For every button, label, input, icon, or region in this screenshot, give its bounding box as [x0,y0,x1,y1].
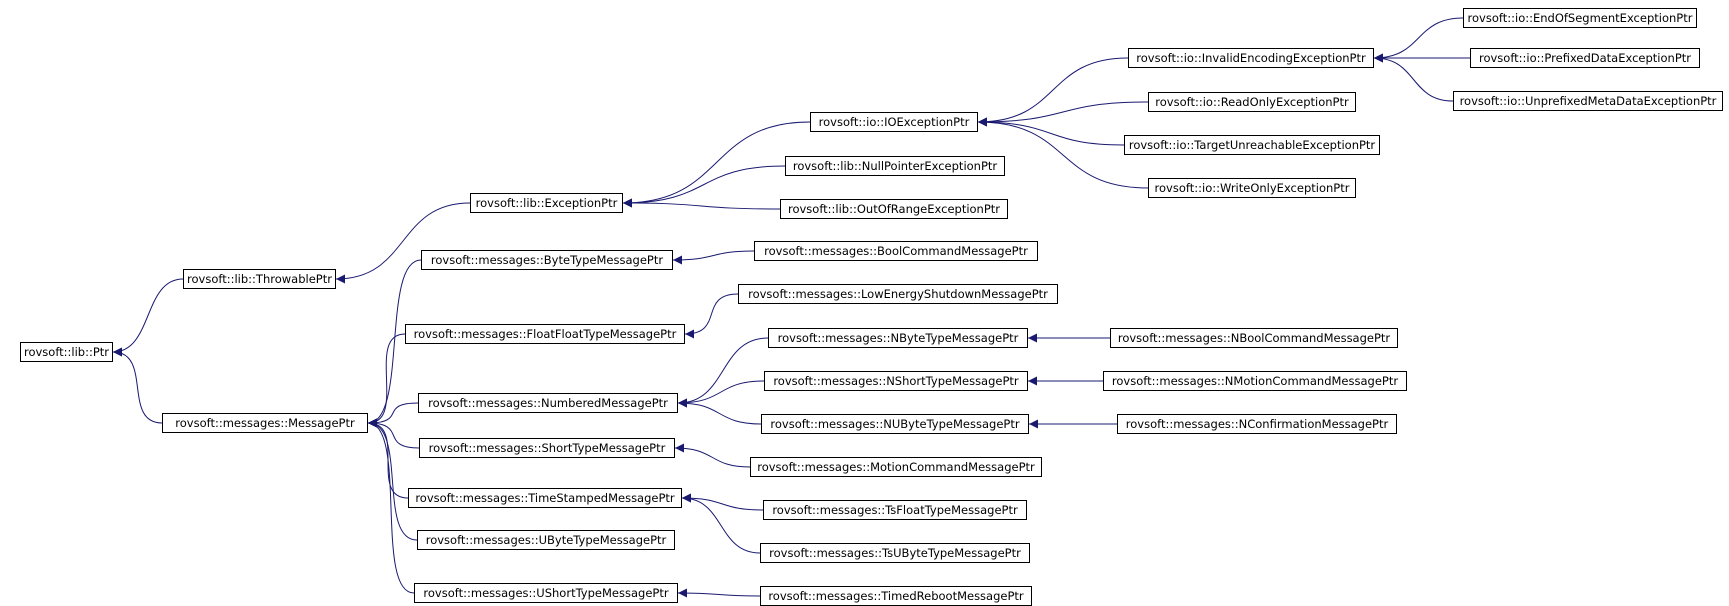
node-nubyte-type-message-ptr[interactable]: rovsoft::messages::NUByteTypeMessagePtr [761,414,1029,434]
node-bool-command-message-ptr[interactable]: rovsoft::messages::BoolCommandMessagePtr [754,241,1038,261]
edge-write-only-exception-ptr-to-ioexception-ptr [977,117,1149,189]
node-nconfirmation-message-ptr[interactable]: rovsoft::messages::NConfirmationMessageP… [1117,414,1397,434]
node-nbyte-type-message-ptr[interactable]: rovsoft::messages::NByteTypeMessagePtr [768,328,1028,348]
node-timed-reboot-message-ptr[interactable]: rovsoft::messages::TimedRebootMessagePtr [760,586,1032,606]
edge-read-only-exception-ptr-to-ioexception-ptr [977,101,1149,127]
edge-nbyte-type-message-ptr-to-numbered-message-ptr [677,337,769,408]
edge-ts-float-type-message-ptr-to-time-stamped-message-ptr [681,493,764,511]
node-end-of-segment-exception-ptr[interactable]: rovsoft::io::EndOfSegmentExceptionPtr [1463,8,1697,28]
edge-message-ptr-to-ptr [112,347,163,424]
node-message-ptr[interactable]: rovsoft::messages::MessagePtr [162,413,368,433]
edge-nshort-type-message-ptr-to-numbered-message-ptr [677,380,765,408]
edge-numbered-message-ptr-to-message-ptr [367,402,419,428]
node-throwable-ptr[interactable]: rovsoft::lib::ThrowablePtr [183,269,336,289]
node-write-only-exception-ptr[interactable]: rovsoft::io::WriteOnlyExceptionPtr [1148,178,1356,198]
node-time-stamped-message-ptr[interactable]: rovsoft::messages::TimeStampedMessagePtr [408,488,682,508]
node-float-float-type-message-ptr[interactable]: rovsoft::messages::FloatFloatTypeMessage… [405,324,685,344]
edge-short-type-message-ptr-to-message-ptr [367,418,420,449]
edge-nubyte-type-message-ptr-to-numbered-message-ptr [677,398,762,425]
edge-null-pointer-exception-ptr-to-exception-ptr [622,165,786,208]
edge-unprefixed-meta-data-exception-ptr-to-invalid-encoding-exception-ptr [1373,53,1454,102]
node-numbered-message-ptr[interactable]: rovsoft::messages::NumberedMessagePtr [418,393,678,413]
node-ptr[interactable]: rovsoft::lib::Ptr [20,342,113,362]
node-nmotion-command-message-ptr[interactable]: rovsoft::messages::NMotionCommandMessage… [1103,371,1407,391]
node-ts-float-type-message-ptr[interactable]: rovsoft::messages::TsFloatTypeMessagePtr [763,500,1027,520]
edge-ushort-type-message-ptr-to-message-ptr [367,418,415,594]
node-prefixed-data-exception-ptr[interactable]: rovsoft::io::PrefixedDataExceptionPtr [1470,48,1700,68]
edge-timed-reboot-message-ptr-to-ushort-type-message-ptr [677,588,761,598]
edge-float-float-type-message-ptr-to-message-ptr [367,333,406,428]
node-target-unreachable-exception-ptr[interactable]: rovsoft::io::TargetUnreachableExceptionP… [1124,135,1380,155]
node-motion-command-message-ptr[interactable]: rovsoft::messages::MotionCommandMessageP… [750,457,1042,477]
node-byte-type-message-ptr[interactable]: rovsoft::messages::ByteTypeMessagePtr [421,250,673,270]
edge-ubyte-type-message-ptr-to-message-ptr [367,418,418,541]
node-ts-ubyte-type-message-ptr[interactable]: rovsoft::messages::TsUByteTypeMessagePtr [760,543,1030,563]
node-unprefixed-meta-data-exception-ptr[interactable]: rovsoft::io::UnprefixedMetaDataException… [1453,91,1723,111]
node-exception-ptr[interactable]: rovsoft::lib::ExceptionPtr [470,193,623,213]
edge-exception-ptr-to-throwable-ptr [335,202,471,284]
edge-target-unreachable-exception-ptr-to-ioexception-ptr [977,117,1125,146]
edge-low-energy-shutdown-message-ptr-to-float-float-type-message-ptr [684,293,739,339]
node-short-type-message-ptr[interactable]: rovsoft::messages::ShortTypeMessagePtr [419,438,675,458]
edge-ts-ubyte-type-message-ptr-to-time-stamped-message-ptr [681,493,761,554]
edge-throwable-ptr-to-ptr [112,278,184,357]
node-nshort-type-message-ptr[interactable]: rovsoft::messages::NShortTypeMessagePtr [764,371,1028,391]
node-out-of-range-exception-ptr[interactable]: rovsoft::lib::OutOfRangeExceptionPtr [780,199,1008,219]
node-low-energy-shutdown-message-ptr[interactable]: rovsoft::messages::LowEnergyShutdownMess… [738,284,1058,304]
node-nbool-command-message-ptr[interactable]: rovsoft::messages::NBoolCommandMessagePt… [1110,328,1398,348]
edge-byte-type-message-ptr-to-message-ptr [367,259,422,428]
edge-motion-command-message-ptr-to-short-type-message-ptr [674,443,751,468]
node-ushort-type-message-ptr[interactable]: rovsoft::messages::UShortTypeMessagePtr [414,583,678,603]
node-read-only-exception-ptr[interactable]: rovsoft::io::ReadOnlyExceptionPtr [1148,92,1356,112]
node-ubyte-type-message-ptr[interactable]: rovsoft::messages::UByteTypeMessagePtr [417,530,675,550]
node-null-pointer-exception-ptr[interactable]: rovsoft::lib::NullPointerExceptionPtr [785,156,1005,176]
edge-ioexception-ptr-to-exception-ptr [622,121,811,208]
edge-invalid-encoding-exception-ptr-to-ioexception-ptr [977,57,1129,127]
edge-out-of-range-exception-ptr-to-exception-ptr [622,198,781,210]
node-invalid-encoding-exception-ptr[interactable]: rovsoft::io::InvalidEncodingExceptionPtr [1128,48,1374,68]
node-ioexception-ptr[interactable]: rovsoft::io::IOExceptionPtr [810,112,978,132]
edge-end-of-segment-exception-ptr-to-invalid-encoding-exception-ptr [1373,17,1464,63]
edge-bool-command-message-ptr-to-byte-type-message-ptr [672,250,755,265]
